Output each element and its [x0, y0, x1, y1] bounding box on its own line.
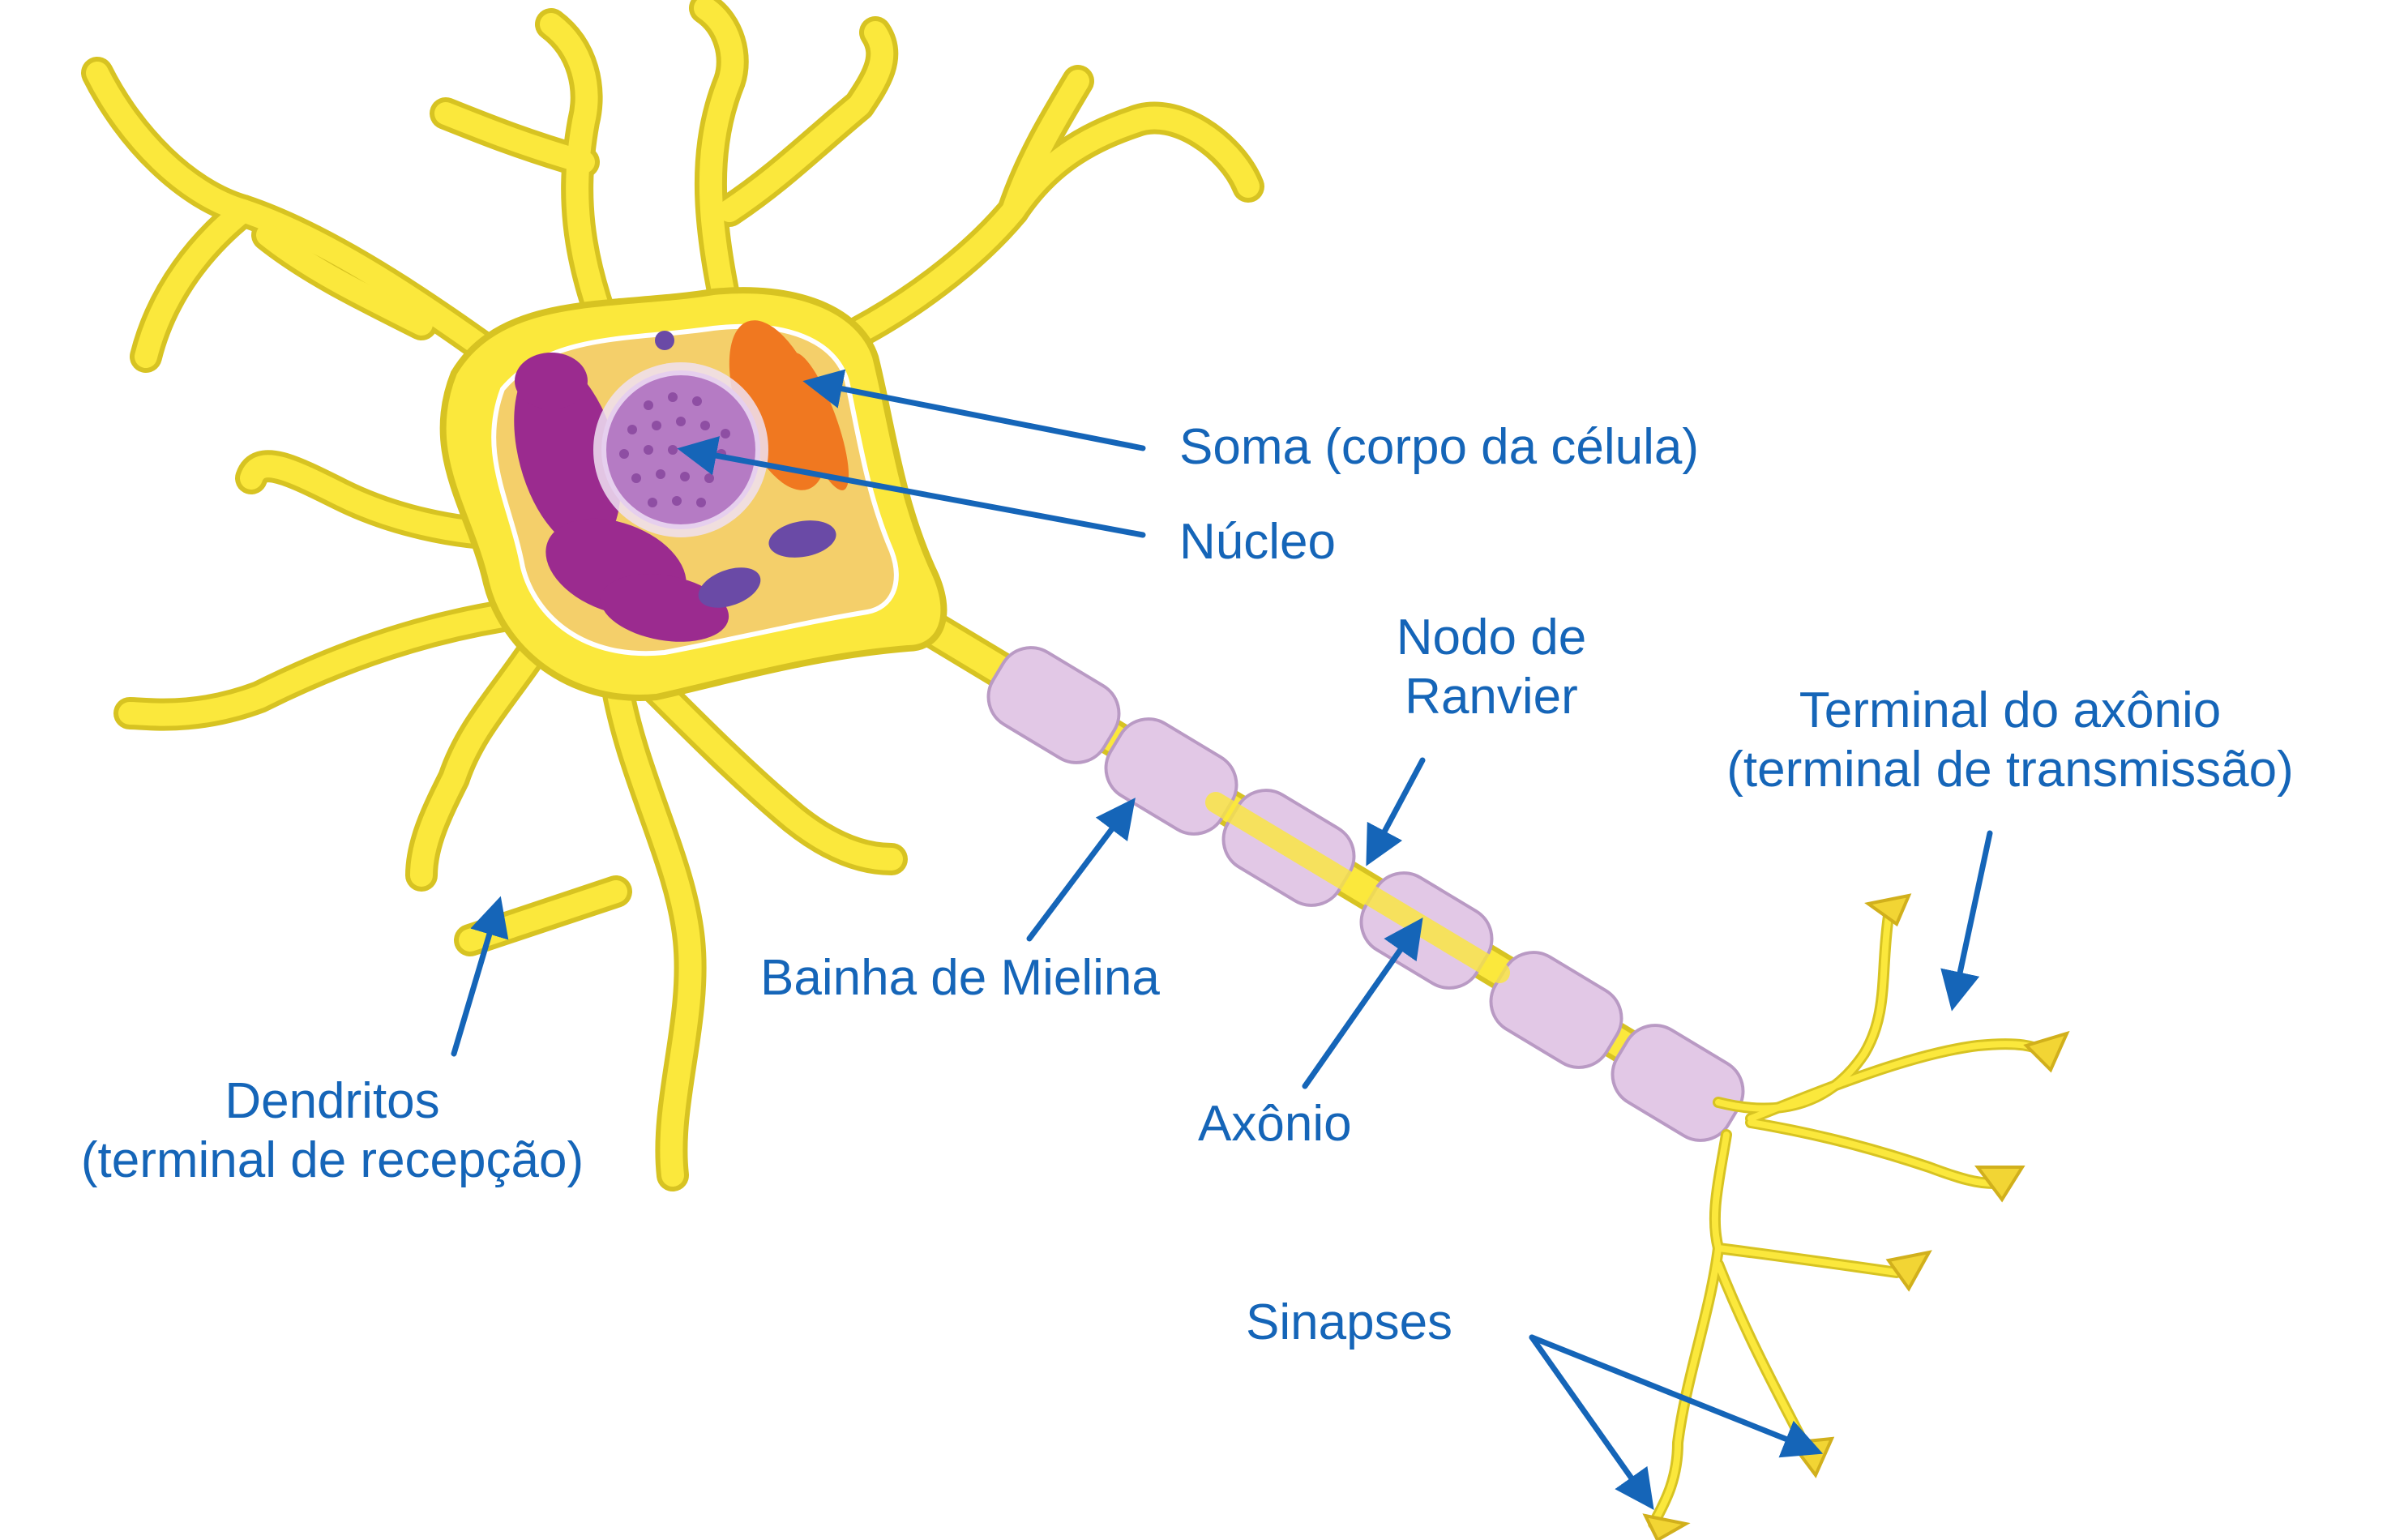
mitochondria — [655, 331, 836, 608]
arrow-soma — [802, 369, 1146, 451]
nucleus — [593, 362, 768, 537]
soma — [439, 287, 948, 701]
arrow-sinapses-2 — [1529, 1334, 1824, 1458]
arrow-axonio — [1302, 917, 1423, 1089]
axon-terminals — [1642, 893, 2070, 1540]
label-dendritos-line2: (terminal de recepção) — [80, 1132, 584, 1189]
label-dendritos-line1: Dendritos — [225, 1073, 440, 1129]
synaptic-knob — [1642, 1513, 1691, 1540]
label-bainha-de-mielina: Bainha de Mielina — [760, 950, 1160, 1006]
label-terminal-do-axonio: Terminal do axônio (terminal de transmis… — [1662, 681, 2359, 799]
label-terminal-line1: Terminal do axônio — [1799, 682, 2222, 738]
myelin-segment — [986, 646, 1121, 764]
arrow-terminal-do-axonio — [1940, 830, 1993, 1012]
arrow-dendritos — [451, 896, 509, 1057]
arrow-nodo-de-ranvier — [1366, 757, 1426, 866]
label-nucleo: Núcleo — [1179, 514, 1336, 570]
label-nodo-line1: Nodo de — [1396, 610, 1587, 665]
myelin-segment — [1611, 1024, 1745, 1142]
synaptic-knob — [2023, 1030, 2070, 1073]
arrow-sinapses-1 — [1529, 1334, 1654, 1511]
label-terminal-line2: (terminal de transmissão) — [1726, 742, 2294, 798]
label-sinapses: Sinapses — [1246, 1294, 1453, 1350]
myelin-sheath — [986, 646, 1745, 1142]
rough-er — [514, 353, 729, 642]
label-soma: Soma (corpo da célula) — [1179, 419, 1699, 475]
synaptic-knob — [1885, 1250, 1932, 1292]
arrows — [451, 369, 1993, 1511]
synaptic-knob — [1974, 1166, 2026, 1203]
dendrites — [81, 0, 1264, 1191]
synaptic-knob — [1864, 893, 1912, 927]
label-axonio: Axônio — [1198, 1096, 1352, 1152]
arrow-nucleo — [677, 436, 1146, 538]
label-dendritos: Dendritos (terminal de recepção) — [24, 1072, 640, 1190]
arrow-bainha-de-mielina — [1026, 798, 1136, 942]
label-nodo-de-ranvier: Nodo de Ranvier — [1329, 608, 1653, 726]
label-nodo-line2: Ranvier — [1405, 669, 1578, 725]
